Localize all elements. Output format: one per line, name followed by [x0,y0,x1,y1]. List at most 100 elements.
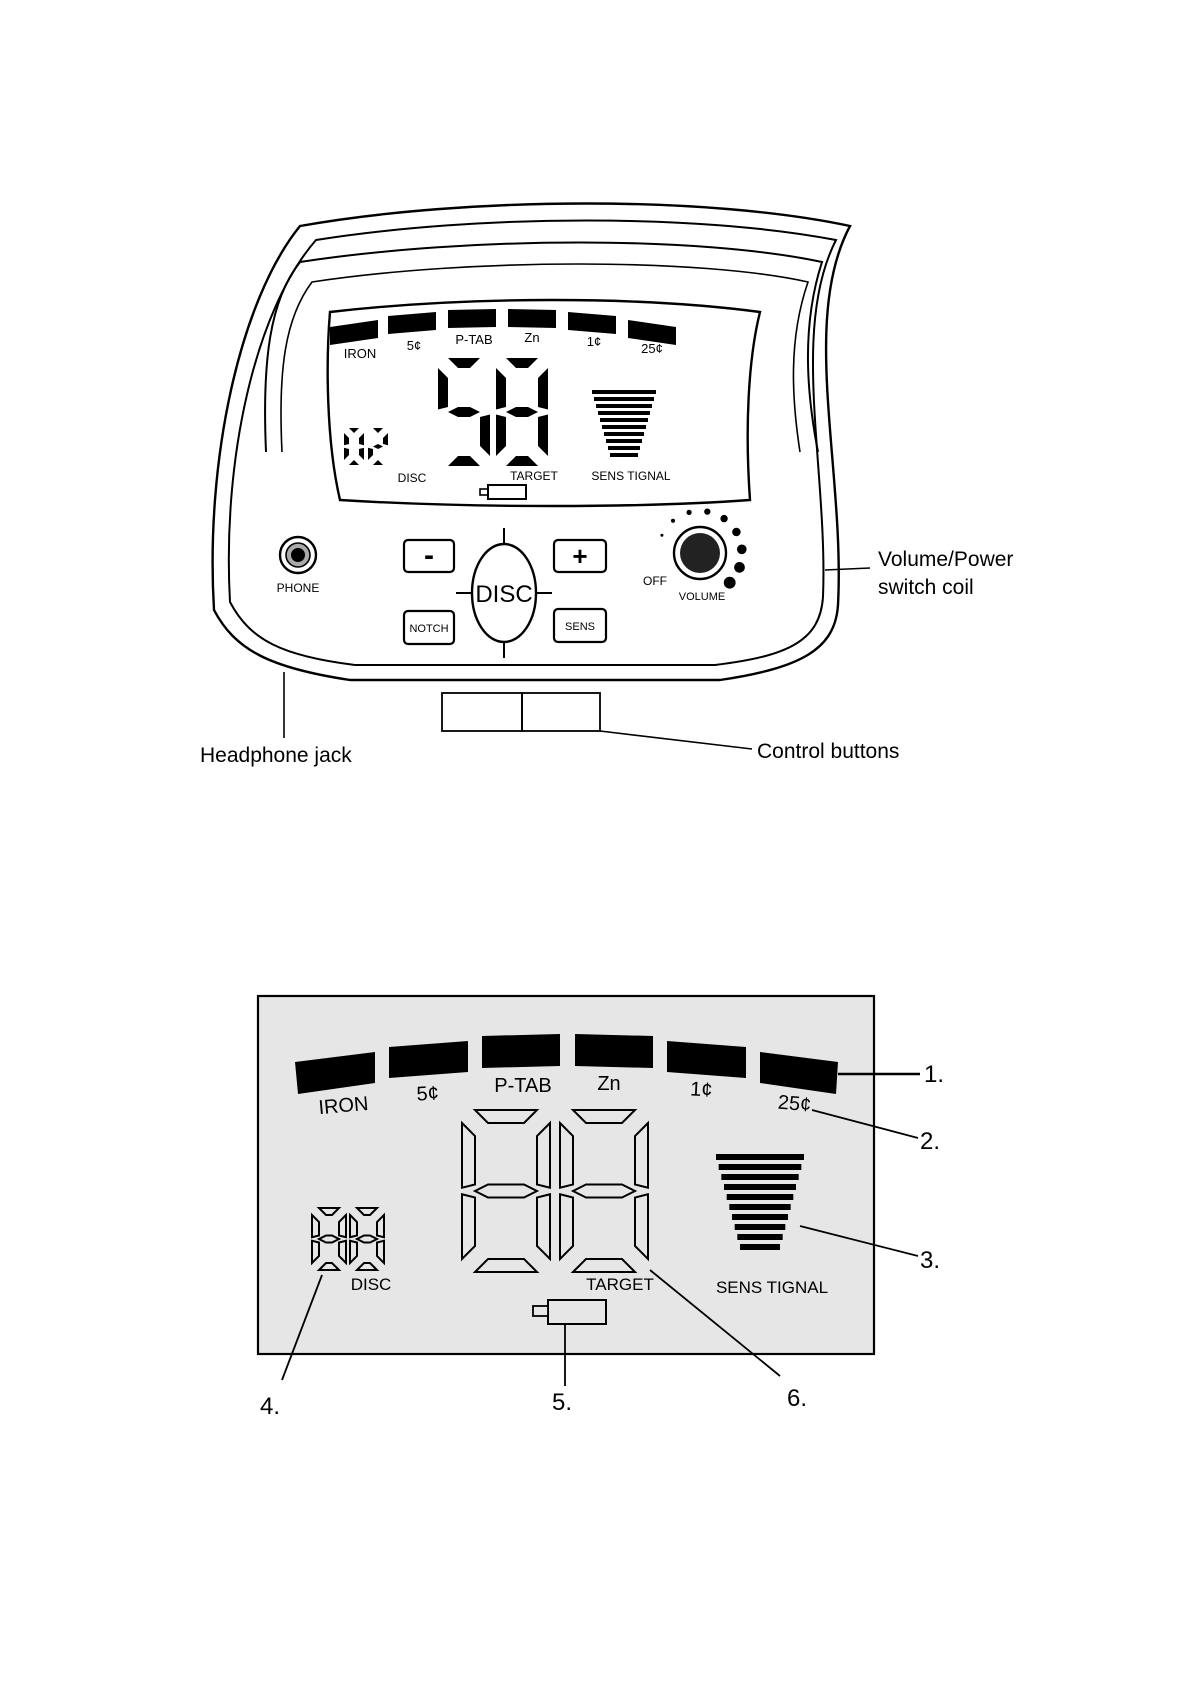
notch-button[interactable]: NOTCH [404,611,454,644]
disc-readout-detail-digit-2-segment-g [357,1236,377,1243]
category-label-zn: Zn [524,330,539,345]
target-readout-digit-1-segment-d [448,456,480,466]
disc-readout-digit-2-segment-b [383,433,388,445]
signal-strength-detail-bar-9 [737,1234,782,1240]
control-box-diagram: IRON 5¢ P-TAB Zn 1¢ 25¢ DISC TARGET SENS… [200,204,1013,768]
volume-scale-dot-3 [687,510,692,515]
target-readout-detail-digit-1-segment-f [462,1123,475,1188]
volume-power-leader [825,568,870,570]
target-readout-detail-digit-1-segment-c [537,1194,550,1259]
signal-strength-bar-10 [610,453,638,457]
disc-label-detail: DISC [351,1275,392,1294]
signal-strength-bar-7 [604,432,644,436]
disc-button[interactable]: DISC [456,528,552,658]
target-label-detail: TARGET [586,1275,654,1294]
notch-button-label: NOTCH [409,623,448,635]
control-button-stubs [442,693,600,731]
category-labels-top: IRON 5¢ P-TAB Zn 1¢ 25¢ [344,330,663,361]
disc-readout-detail-digit-1-segment-g [319,1236,339,1243]
minus-button[interactable]: - [404,539,454,572]
target-readout-digit-2-segment-f [496,368,506,410]
signal-strength-detail-bar-10 [740,1244,780,1250]
target-readout-digit-2-segment-d [506,456,538,466]
callout-2: 2. [920,1128,940,1155]
disc-readout-digit-2-segment-e [368,448,373,460]
signal-strength-detail-bar-2 [719,1164,802,1170]
detail-label-zn: Zn [597,1073,620,1095]
detail-bar-zn [575,1034,653,1068]
target-readout-digit-2-segment-b [538,368,548,410]
disc-readout-digit-1-segment-c [359,448,364,460]
signal-strength-detail-bar-4 [724,1184,796,1190]
signal-strength-detail-bar-3 [721,1174,798,1180]
category-label-25c: 25¢ [641,341,663,356]
detail-label-1c: 1¢ [690,1078,713,1101]
category-bar-iron [330,320,378,345]
disc-readout-digit-2-segment-a [373,428,383,433]
volume-power-callout: Volume/Power [878,548,1013,571]
target-readout-detail-digit-1-segment-e [462,1194,475,1259]
detail-bar-5c [389,1041,468,1078]
target-readout-detail-digit-2-segment-g [573,1185,635,1198]
target-readout-digits [438,358,548,466]
category-label-1c: 1¢ [587,334,601,349]
category-bar-5c [388,312,436,334]
signal-strength-detail-bar-7 [732,1214,788,1220]
lcd-detail-diagram: IRON 5¢ P-TAB Zn 1¢ 25¢ DISC TARGET SENS… [258,996,944,1420]
off-label: OFF [643,574,667,588]
target-label: TARGET [510,469,558,483]
category-label-5c: 5¢ [407,338,421,353]
disc-readout-digit-1-segment-d [349,460,359,465]
headphone-jack-callout: Headphone jack [200,744,352,767]
target-readout-digit-1-segment-g [448,407,480,417]
control-buttons-callout: Control buttons [757,740,899,763]
target-readout-digit-1-segment-f [438,368,448,410]
signal-strength-bar-8 [606,439,642,443]
target-readout-digit-2-segment-c [538,415,548,457]
signal-label-detail: SENS TIGNAL [716,1278,828,1297]
plus-button[interactable]: + [554,540,606,572]
signal-strength-detail-bar-5 [727,1194,794,1200]
detail-bar-ptab [482,1034,560,1068]
detail-bar-1c [667,1041,746,1078]
signal-label: SENS TIGNAL [591,469,670,483]
signal-strength-bar-3 [596,404,652,408]
volume-scale-dot-6 [732,528,741,537]
disc-label: DISC [398,471,427,485]
disc-readout-digit-2-segment-g [373,444,383,449]
target-readout-digit-1-segment-c [480,415,490,457]
volume-scale-dot-8 [734,562,745,573]
target-readout-digit-1-segment-a [448,358,480,368]
signal-strength-detail-bar-6 [729,1204,790,1210]
target-readout-digit-2-segment-a [506,358,538,368]
target-readout-digit-2-segment-g [506,407,538,417]
signal-strength-bar-6 [602,425,646,429]
battery-icon [480,485,526,499]
signal-strength-bar-5 [600,418,648,422]
volume-knob[interactable] [660,508,746,588]
target-readout-detail-digit-2-segment-f [560,1123,573,1188]
detail-label-25c: 25¢ [777,1092,812,1117]
category-label-ptab: P-TAB [455,332,492,347]
target-readout-detail-digit-1-segment-b [537,1123,550,1188]
callout-1: 1. [924,1061,944,1088]
volume-scale-dot-2 [671,519,675,523]
target-readout-digit-2-segment-e [496,415,506,457]
plus-button-label: + [572,541,587,571]
callout-5: 5. [552,1389,572,1416]
detail-label-ptab: P-TAB [494,1075,551,1097]
headphone-jack-icon[interactable] [280,537,316,573]
volume-scale-dot-7 [737,545,747,555]
volume-scale-dot-1 [660,534,663,537]
target-readout-detail-digit-1-segment-g [475,1185,537,1198]
sens-button[interactable]: SENS [554,609,606,642]
detail-label-5c: 5¢ [416,1082,439,1105]
category-bar-1c [568,312,616,334]
signal-strength-bars [592,390,656,457]
signal-strength-bar-2 [594,397,654,401]
signal-strength-bar-4 [598,411,650,415]
disc-readout-digit-1-segment-b [359,433,364,445]
volume-scale-dot-5 [720,515,727,522]
volume-label: VOLUME [679,591,725,603]
volume-power-callout-line2: switch coil [878,576,974,599]
